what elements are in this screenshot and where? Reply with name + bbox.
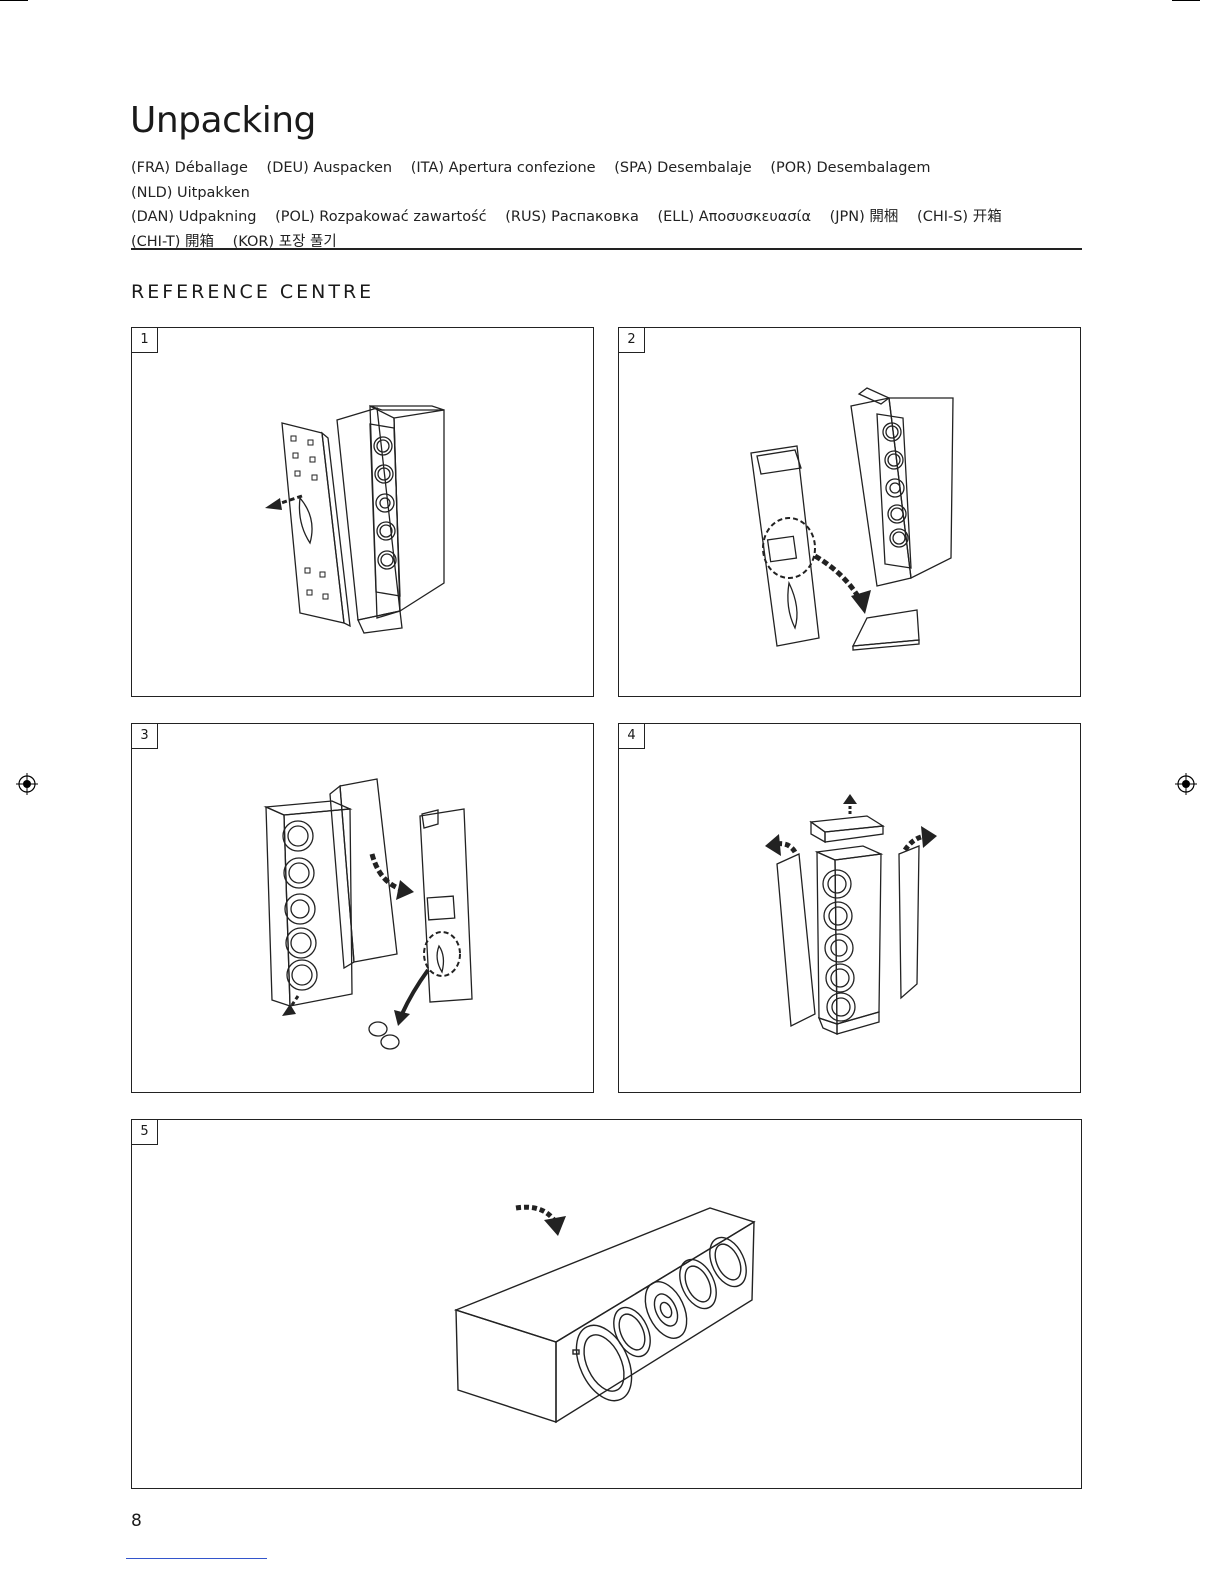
translation-dan: (DAN) Udpakning bbox=[131, 209, 257, 225]
translation-nld: (NLD) Uitpakken bbox=[131, 185, 250, 201]
registration-mark-right-icon bbox=[1175, 773, 1197, 795]
step-panel-4: 4 bbox=[618, 723, 1081, 1093]
translation-jpn: (JPN) 開梱 bbox=[830, 209, 899, 225]
translation-rus: (RUS) Распаковка bbox=[505, 209, 639, 225]
unpack-step-2-illustration bbox=[619, 328, 1080, 696]
header-divider bbox=[131, 248, 1082, 250]
unpack-step-4-illustration bbox=[619, 724, 1080, 1092]
registration-mark-left-icon bbox=[16, 773, 38, 795]
section-title: REFERENCE CENTRE bbox=[131, 281, 374, 303]
translation-ell: (ELL) Αποσυσκευασία bbox=[657, 209, 811, 225]
step-panel-5: 5 bbox=[131, 1119, 1082, 1489]
unpack-step-3-illustration bbox=[132, 724, 593, 1092]
translation-pol: (POL) Rozpakować zawartość bbox=[275, 209, 487, 225]
unpack-step-5-illustration bbox=[132, 1120, 1081, 1488]
unpack-step-1-illustration bbox=[132, 328, 593, 696]
translation-deu: (DEU) Auspacken bbox=[267, 160, 393, 176]
step-panel-2: 2 bbox=[618, 327, 1081, 697]
crop-mark-right bbox=[1172, 0, 1200, 1]
title-translations: (FRA) Déballage (DEU) Auspacken (ITA) Ap… bbox=[131, 156, 1031, 254]
page-title: Unpacking bbox=[130, 100, 316, 141]
translation-chi-s: (CHI-S) 开箱 bbox=[917, 209, 1002, 225]
translation-por: (POR) Desembalagem bbox=[770, 160, 930, 176]
page-number: 8 bbox=[131, 1511, 142, 1531]
translation-ita: (ITA) Apertura confezione bbox=[411, 160, 596, 176]
step-panel-1: 1 bbox=[131, 327, 594, 697]
crop-mark-left bbox=[0, 0, 28, 1]
translation-fra: (FRA) Déballage bbox=[131, 160, 248, 176]
translation-spa: (SPA) Desembalaje bbox=[614, 160, 752, 176]
step-panel-3: 3 bbox=[131, 723, 594, 1093]
footer-underline bbox=[126, 1558, 267, 1559]
